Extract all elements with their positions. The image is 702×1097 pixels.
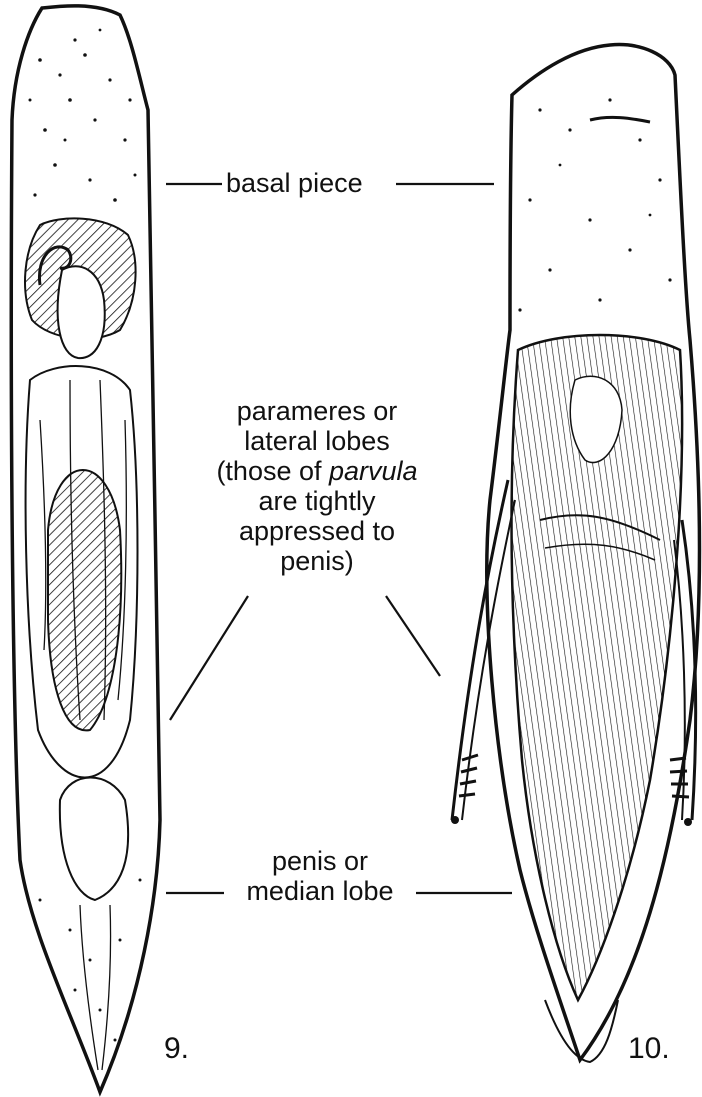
label-parameres-line4: are tightly xyxy=(180,486,454,516)
specimen-9 xyxy=(11,6,160,1092)
label-penis-line1: penis or xyxy=(222,846,418,876)
label-parameres-line1: parameres or xyxy=(180,396,454,426)
label-parameres-line3: (those of parvula xyxy=(180,456,454,486)
label-parameres: parameres or lateral lobes (those of par… xyxy=(180,396,454,576)
figure-number-10: 10. xyxy=(628,1032,670,1066)
label-parameres-line2: lateral lobes xyxy=(180,426,454,456)
label-penis-line2: median lobe xyxy=(222,876,418,906)
label-parameres-line6: penis) xyxy=(180,546,454,576)
leader-paramere-left xyxy=(170,596,248,720)
figure-number-9: 9. xyxy=(164,1032,189,1066)
label-basal-piece: basal piece xyxy=(226,168,363,198)
specimen-10 xyxy=(451,45,699,1062)
leader-paramere-right xyxy=(386,596,440,676)
central-blob-9 xyxy=(58,266,105,358)
label-parameres-line5: appressed to xyxy=(180,516,454,546)
label-penis: penis or median lobe xyxy=(222,846,418,906)
